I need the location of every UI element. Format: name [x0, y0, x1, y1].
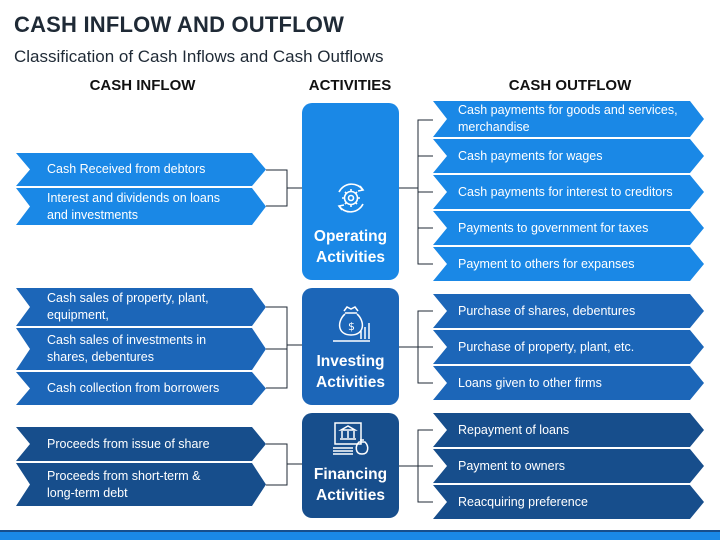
- financing-label-line2: Activities: [316, 487, 385, 504]
- header-cash-outflow: CASH OUTFLOW: [508, 77, 632, 94]
- financing-inflow-item: Proceeds from short-term & long-term deb…: [16, 463, 266, 506]
- page-subtitle: Classification of Cash Inflows and Cash …: [14, 47, 384, 66]
- financing-label-line1: Financing: [313, 466, 388, 483]
- operating-inflow-item: Interest and dividends on loans and inve…: [16, 188, 266, 225]
- operating-outflow-item: Cash payments for goods and services, me…: [433, 101, 704, 137]
- financing-activities-box: Financing Activities: [302, 413, 399, 518]
- financing-outflow-item: Payment to owners: [433, 449, 704, 483]
- header-activities: ACTIVITIES: [308, 77, 392, 94]
- gear-cycle-icon: [337, 183, 364, 213]
- investing-inflow-item: Cash sales of investments in shares, deb…: [16, 328, 266, 370]
- investing-inflow-item: Cash collection from borrowers: [16, 372, 266, 405]
- operating-outflow-item: Payment to others for expanses: [433, 247, 704, 281]
- footer-bar: [0, 532, 720, 540]
- bank-money-icon: [332, 422, 368, 455]
- money-bag-growth-icon: $: [332, 306, 370, 342]
- investing-label-line1: Investing: [316, 353, 385, 370]
- financing-outflow-item: Reacquiring preference: [433, 485, 704, 519]
- page-title: CASH INFLOW AND OUTFLOW: [14, 12, 345, 37]
- footer-accent-line: [0, 530, 720, 532]
- investing-activities-box: $ Investing Activities: [302, 288, 399, 405]
- operating-outflow-item: Cash payments for interest to creditors: [433, 175, 704, 209]
- operating-activities-box: Operating Activities: [302, 103, 399, 280]
- investing-outflow-item: Purchase of shares, debentures: [433, 294, 704, 328]
- svg-text:$: $: [348, 320, 355, 333]
- investing-outflow-item: Loans given to other firms: [433, 366, 704, 400]
- investing-inflow-item: Cash sales of property, plant, equipment…: [16, 288, 266, 326]
- investing-label-line2: Activities: [316, 374, 385, 391]
- investing-outflow-item: Purchase of property, plant, etc.: [433, 330, 704, 364]
- operating-outflow-item: Payments to government for taxes: [433, 211, 704, 245]
- operating-label-line1: Operating: [313, 228, 388, 245]
- financing-outflow-item: Repayment of loans: [433, 413, 704, 447]
- header-cash-inflow: CASH INFLOW: [89, 77, 196, 94]
- operating-outflow-item: Cash payments for wages: [433, 139, 704, 173]
- operating-label-line2: Activities: [316, 249, 385, 266]
- financing-inflow-item: Proceeds from issue of share: [16, 427, 266, 461]
- operating-inflow-item: Cash Received from debtors: [16, 153, 266, 186]
